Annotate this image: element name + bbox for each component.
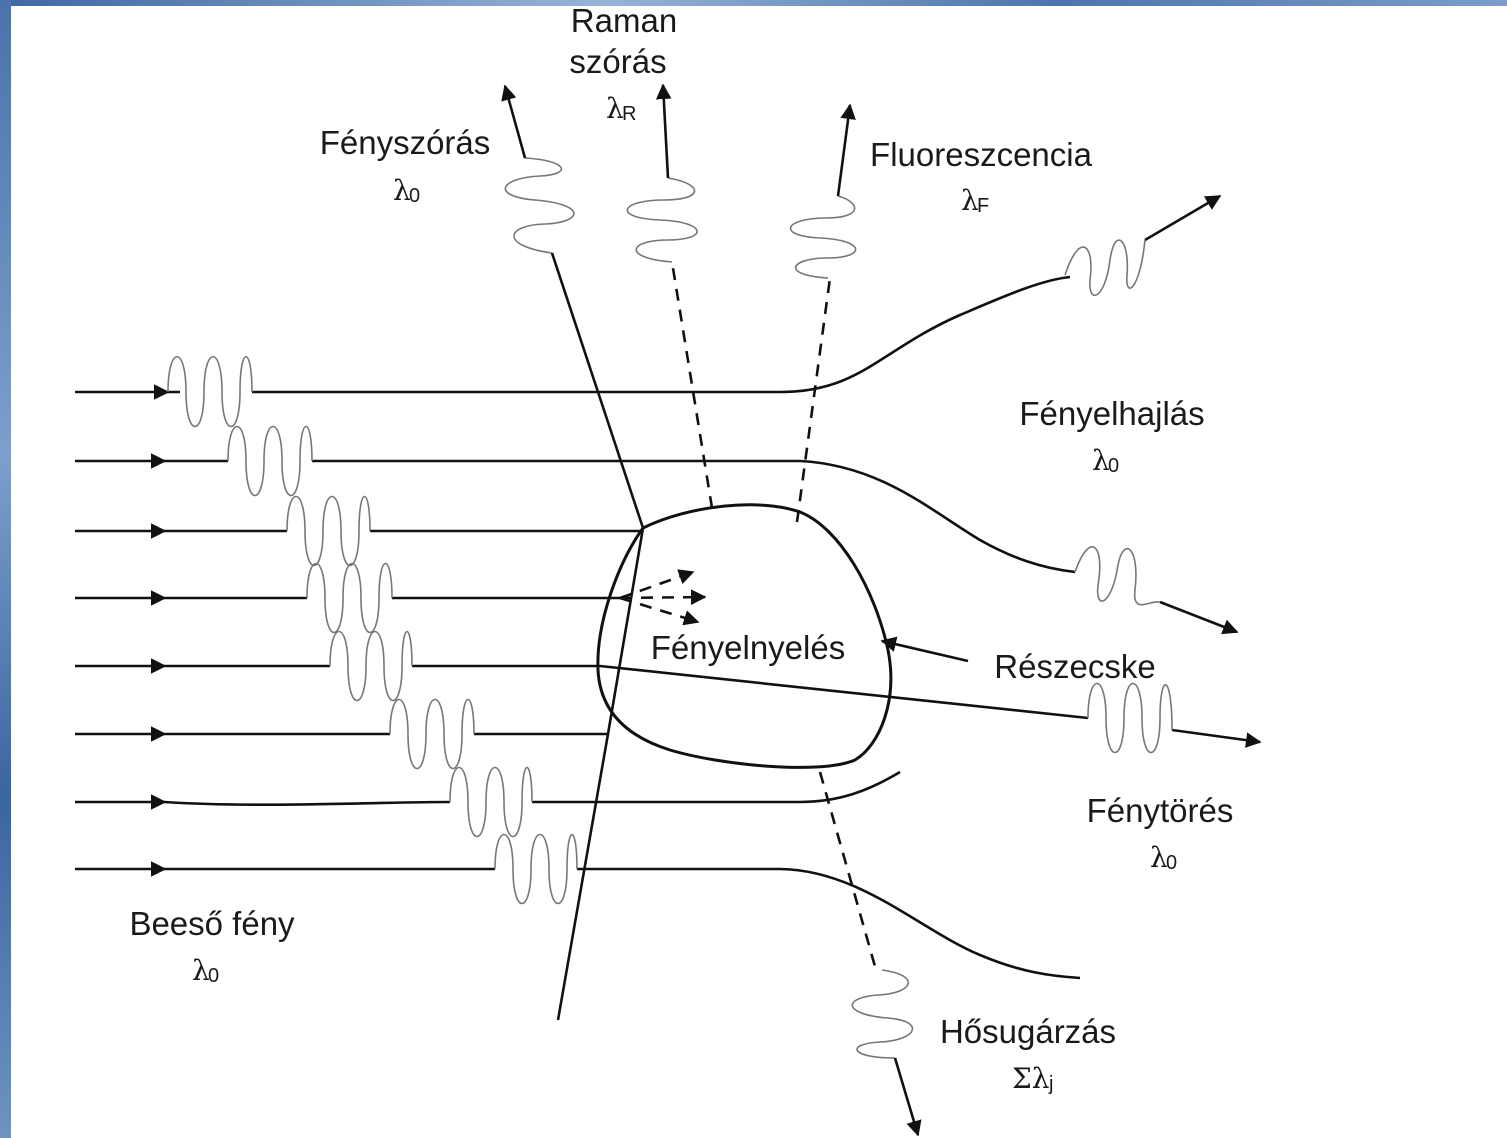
subscript-scattering: 0 <box>409 185 420 207</box>
label-diffraction: Fényelhajlás <box>1019 395 1204 432</box>
absorption-arrows <box>620 572 705 622</box>
diffracted-arrow-upper <box>1145 196 1220 240</box>
wave-refracted <box>1088 684 1172 753</box>
wave-1 <box>168 357 252 427</box>
subscript-thermal: j <box>1048 1073 1053 1095</box>
wave-8 <box>495 835 577 904</box>
symbol-thermal: Σλ <box>1012 1062 1050 1095</box>
thermal-arrow <box>895 1058 918 1135</box>
subscript-raman: R <box>622 103 636 125</box>
refracted-through-arrow <box>1172 730 1260 742</box>
diffracted-ray-lower <box>165 461 1075 572</box>
wave-3 <box>287 497 370 566</box>
fluorescence-arrow <box>838 105 850 196</box>
label-fluorescence: Fluoreszcencia <box>870 136 1093 173</box>
raman-ray <box>672 262 712 508</box>
raman-arrow <box>663 85 668 178</box>
label-scattering: Fényszórás <box>320 124 491 161</box>
particle-pointer-arrow <box>882 641 968 661</box>
diffracted-ray-upper <box>165 277 1070 392</box>
label-particle: Részecske <box>994 648 1155 685</box>
scattering-arrow <box>505 86 525 158</box>
wave-fluorescence <box>791 196 856 278</box>
wave-raman <box>627 178 697 262</box>
diffracted-arrow-lower <box>1160 602 1237 632</box>
wave-7 <box>450 768 532 837</box>
wave-5 <box>330 632 412 701</box>
wave-thermal <box>852 970 912 1058</box>
wave-2 <box>228 427 312 496</box>
subscript-refraction: 0 <box>1166 852 1177 874</box>
label-incident: Beeső fény <box>129 905 295 942</box>
label-thermal: Hősugárzás <box>940 1013 1116 1050</box>
label-raman-line2: szórás <box>569 43 666 80</box>
label-raman-line1: Raman <box>571 2 677 39</box>
wave-diffracted-lower <box>1075 547 1160 605</box>
label-refraction: Fénytörés <box>1087 792 1234 829</box>
refracted-through-ray <box>165 666 1088 718</box>
light-rays <box>165 196 1260 978</box>
thermal-ray <box>820 772 876 970</box>
scattering-ray <box>552 253 643 1020</box>
wave-scattering <box>505 158 573 253</box>
subscript-diffraction: 0 <box>1108 455 1119 477</box>
incident-arrows <box>75 392 168 869</box>
label-absorption: Fényelnyelés <box>651 629 845 666</box>
wave-4 <box>307 564 392 633</box>
subscript-fluorescence: F <box>977 195 989 217</box>
subscript-incident: 0 <box>208 965 219 987</box>
absorption-arrow-mid <box>620 597 705 598</box>
wave-6 <box>390 700 474 769</box>
wave-diffracted-upper <box>1065 240 1145 295</box>
ray-8 <box>165 869 1080 978</box>
wave-packets <box>168 158 1172 1058</box>
fluorescence-ray <box>797 278 830 522</box>
